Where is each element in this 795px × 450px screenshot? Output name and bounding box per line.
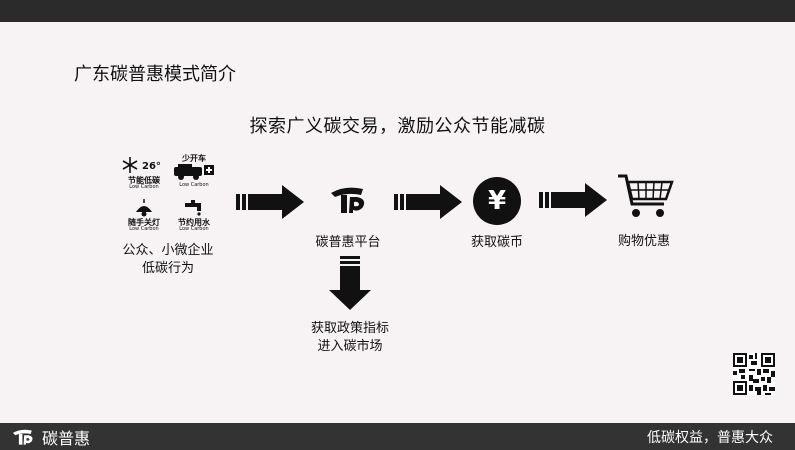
footer-slogan: 低碳权益，普惠大众 — [647, 430, 773, 446]
arrow-right-icon — [539, 183, 607, 217]
branch-line2: 进入碳市场 — [317, 339, 383, 354]
footer-brand-name: 碳普惠 — [42, 429, 91, 448]
shopping-cart-icon — [618, 174, 674, 217]
step-platform: 碳普惠平台 — [315, 235, 381, 250]
step-public-behavior: 公众、小微企业 低碳行为 — [108, 242, 228, 278]
ac-label: 节能低碳 — [128, 176, 160, 185]
faucet-icon — [185, 200, 201, 216]
car-sublabel: Low Carbon — [179, 182, 209, 188]
water-sublabel: Low Carbon — [179, 226, 209, 232]
ac-sublabel: Low Carbon — [129, 184, 159, 190]
car-label: 少开车 — [182, 154, 206, 163]
arrow-down-icon — [329, 256, 371, 310]
step1-line2: 低碳行为 — [141, 261, 194, 276]
arrow-right-icon — [394, 185, 462, 219]
save-water-item: 节约用水 Low Carbon — [170, 199, 218, 232]
car-icon — [174, 164, 214, 180]
ac-low-carbon-item: 26° 节能低碳 Low Carbon — [120, 155, 168, 190]
qr-code-icon[interactable] — [733, 353, 775, 395]
slide-title: 广东碳普惠模式简介 — [74, 64, 236, 85]
step-carbon-market: 获取政策指标 进入碳市场 — [290, 320, 410, 356]
light-sublabel: Low Carbon — [129, 226, 159, 232]
step-carbon-coin: 获取碳币 — [470, 235, 523, 250]
low-carbon-icons: 26° 节能低碳 Low Carbon 少开车 Low Carbon 随手关灯 … — [120, 155, 220, 237]
branch-line1: 获取政策指标 — [310, 321, 389, 336]
ac-temperature: 26° — [142, 161, 161, 172]
lamp-icon — [136, 199, 152, 217]
tanpuhui-logo-icon — [331, 187, 365, 213]
water-label: 节约用水 — [178, 218, 210, 227]
drive-less-item: 少开车 Low Carbon — [170, 155, 218, 188]
step-shopping-discount: 购物优惠 — [617, 234, 670, 249]
slide-subtitle: 探索广义碳交易，激励公众节能减碳 — [249, 116, 546, 137]
lights-off-item: 随手关灯 Low Carbon — [120, 199, 168, 232]
tanpuhui-logo-icon — [13, 429, 33, 445]
footer-brand: 碳普惠 — [10, 426, 90, 448]
yen-coin-icon: ¥ — [473, 177, 521, 225]
arrow-right-icon — [236, 185, 304, 219]
top-bar — [0, 0, 795, 22]
footer-bar: 碳普惠 低碳权益，普惠大众 — [0, 423, 795, 450]
snowflake-icon: 26° — [122, 157, 161, 173]
light-label: 随手关灯 — [128, 218, 160, 227]
step1-line1: 公众、小微企业 — [122, 243, 214, 258]
